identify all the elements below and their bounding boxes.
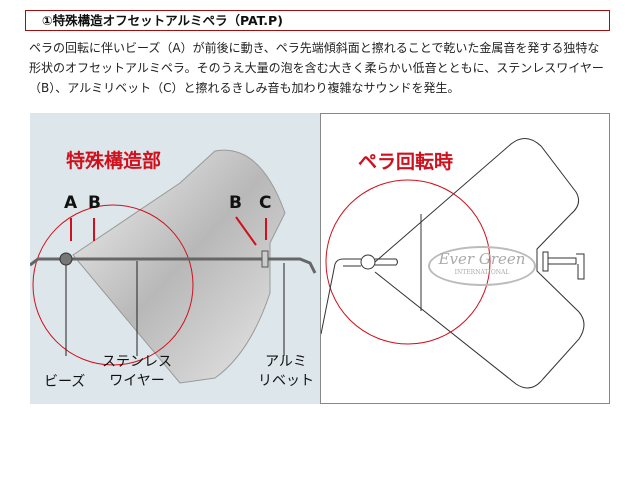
beads-caption: ビーズ bbox=[44, 374, 86, 390]
rotation-label: ペラ回転時 bbox=[358, 151, 454, 173]
special-structure-label: 特殊構造部 bbox=[66, 150, 162, 172]
wire-caption: ステンレスワイヤー bbox=[102, 353, 172, 391]
description-line: 形状のオフセットアルミペラ。そのうえ大量の泡を含む大きく柔らかい低音とともに、ス… bbox=[29, 61, 604, 75]
rivet-caption: アルミリベット bbox=[258, 353, 314, 391]
rivet-caption-1: アルミ bbox=[265, 354, 307, 370]
section-title: ①特殊構造オフセットアルミペラ（PAT.P) bbox=[25, 10, 610, 31]
rivet-caption-2: リベット bbox=[258, 373, 314, 389]
marker-b: B bbox=[229, 193, 242, 213]
wire-caption-2: ワイヤー bbox=[109, 373, 165, 389]
description-line: ペラの回転に伴いビーズ（A）が前後に動き、ペラ先端傾斜面と擦れることで乾いた金属… bbox=[29, 41, 600, 55]
logo-text: Ever Green bbox=[438, 250, 526, 268]
marker-b: B bbox=[88, 193, 101, 213]
marker-a: A bbox=[64, 193, 78, 213]
blade-illustration bbox=[30, 149, 317, 384]
description: ペラの回転に伴いビーズ（A）が前後に動き、ペラ先端傾斜面と擦れることで乾いた金属… bbox=[29, 38, 619, 98]
marker-c: C bbox=[259, 193, 272, 213]
logo-subtext: INTERNATIONAL bbox=[454, 269, 510, 276]
description-line: （B）、アルミリベット（C）と擦れるきしみ音も加わり複雑なサウンドを発生。 bbox=[29, 81, 460, 95]
wire-caption-1: ステンレス bbox=[102, 354, 172, 370]
rotation-line-drawing bbox=[321, 138, 585, 389]
blade-photo: 特殊構造部 A B B C ビーズ ステンレスワイヤー アルミリベット bbox=[30, 113, 320, 404]
